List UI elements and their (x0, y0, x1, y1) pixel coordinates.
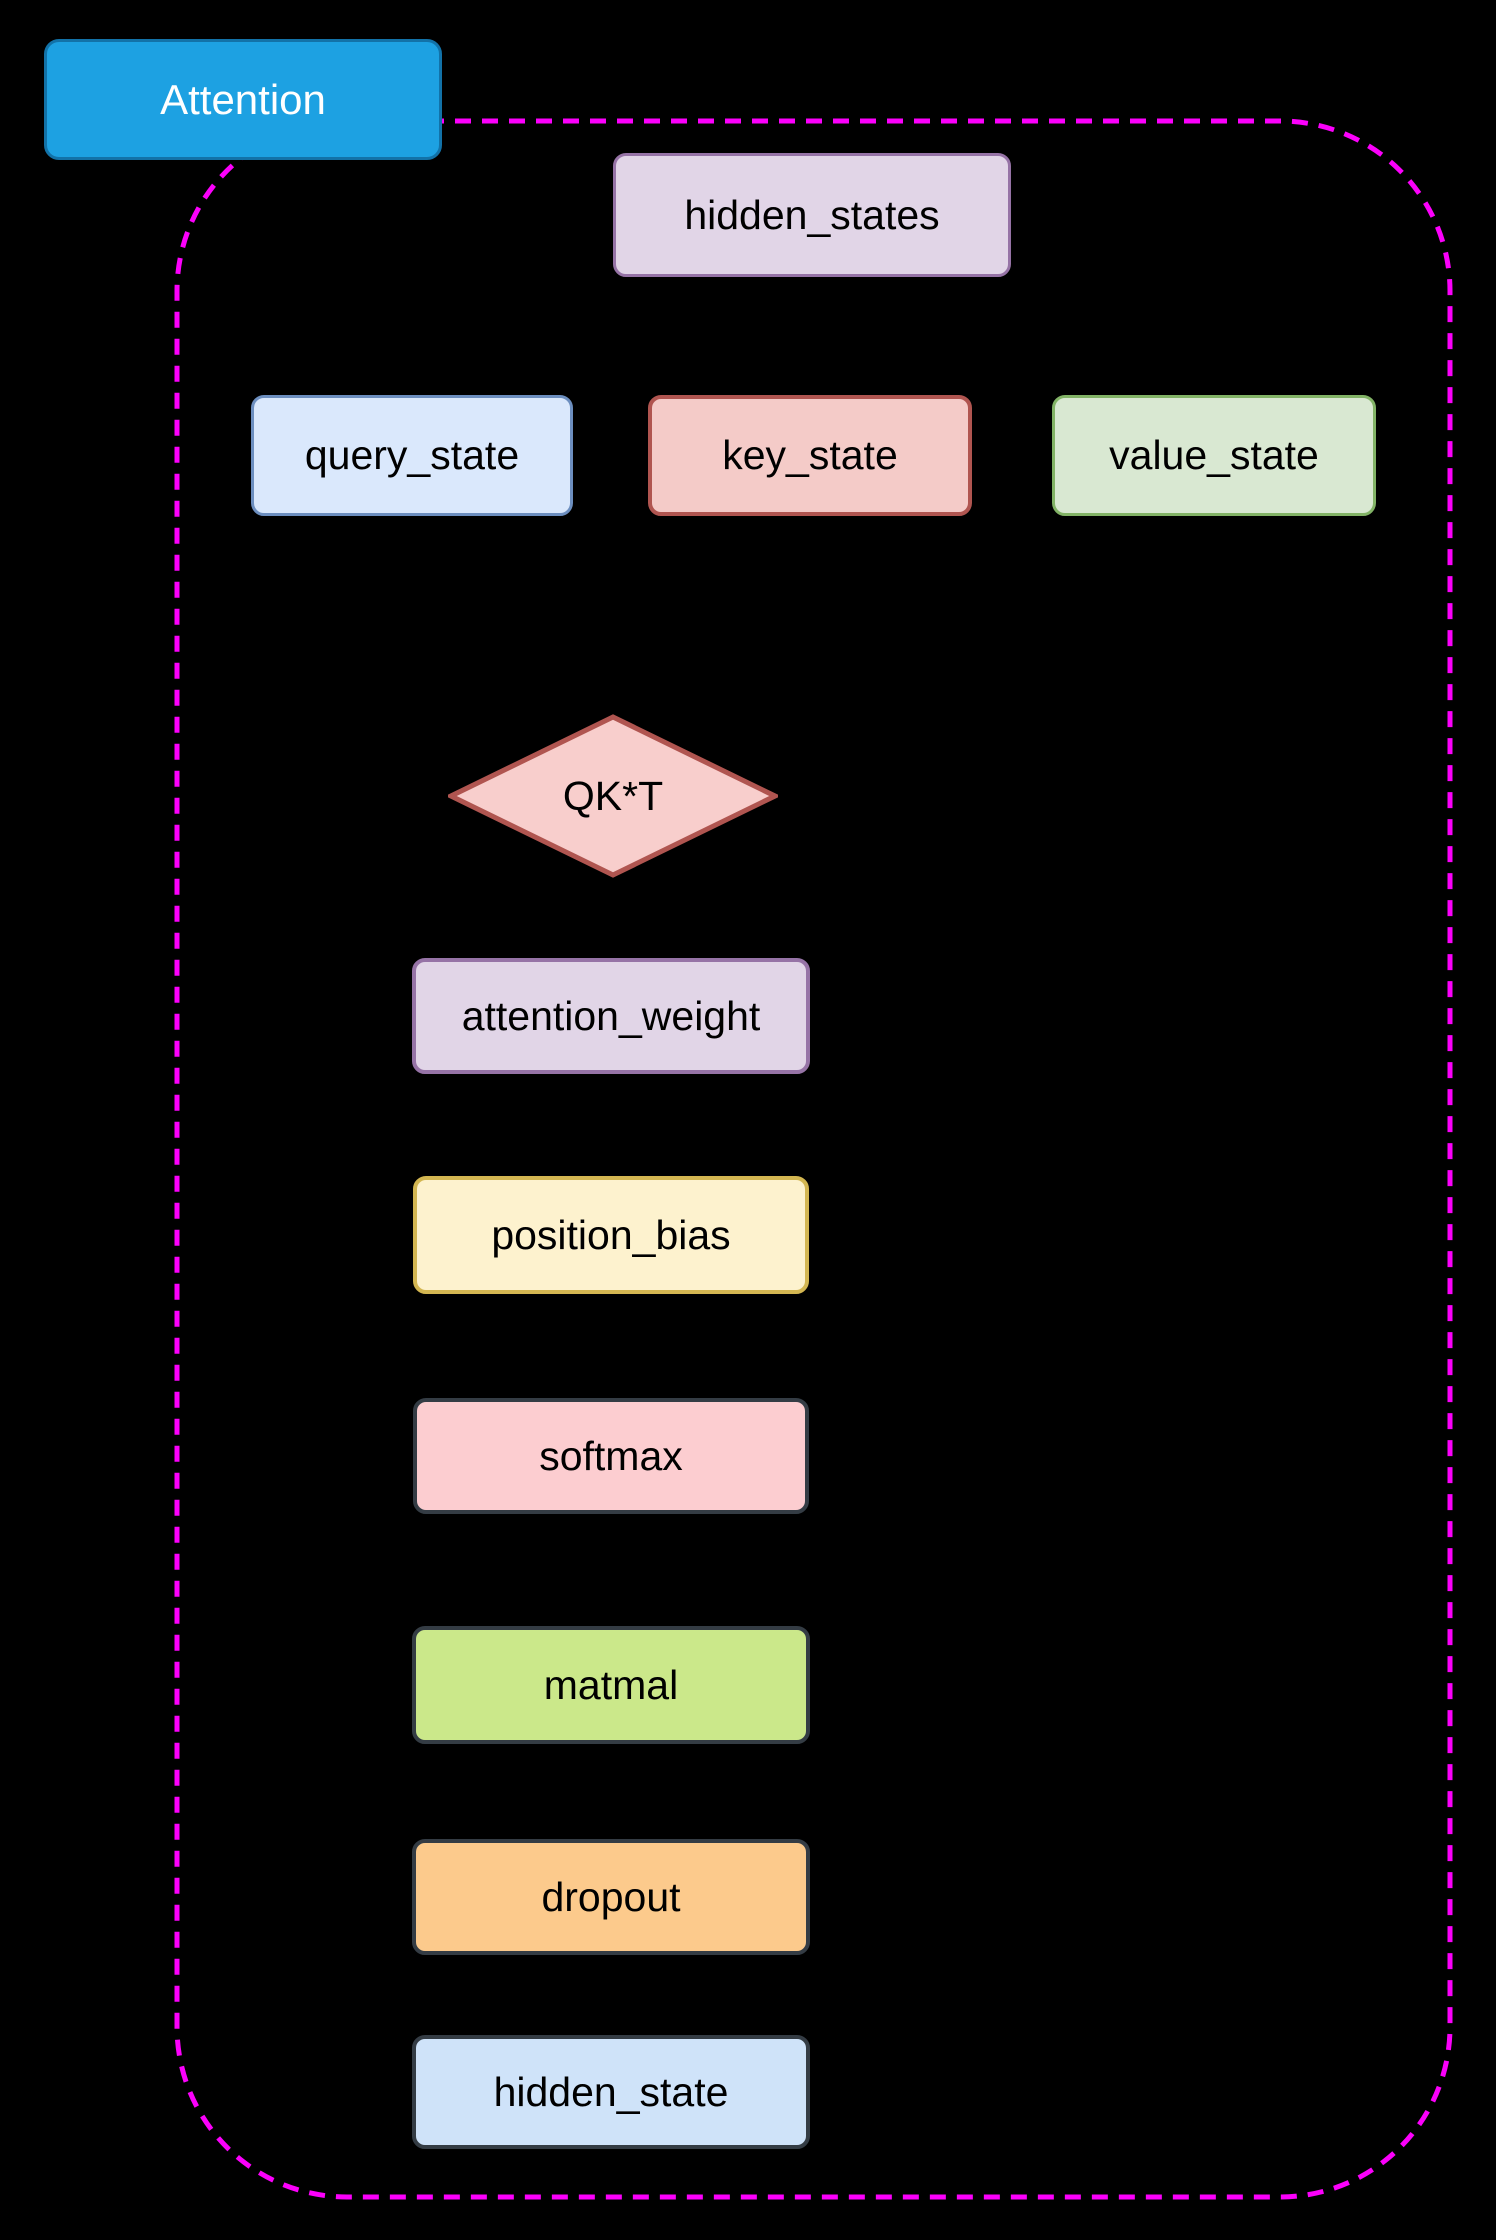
node-position-bias: position_bias (413, 1176, 809, 1294)
node-key-state: key_state (648, 395, 972, 516)
node-value-state: value_state (1052, 395, 1376, 516)
attention-title-label: Attention (160, 75, 326, 123)
node-query-state: query_state (251, 395, 573, 516)
node-qkt-diamond: QK*T (448, 714, 778, 878)
dropout-label: dropout (541, 1873, 681, 1920)
node-attention-weight: attention_weight (412, 958, 810, 1074)
key-state-label: key_state (722, 432, 898, 478)
node-softmax: softmax (413, 1398, 809, 1514)
hidden-states-label: hidden_states (684, 191, 940, 238)
node-matmal: matmal (412, 1626, 810, 1744)
node-hidden-states: hidden_states (613, 153, 1011, 277)
node-hidden-state: hidden_state (412, 2035, 810, 2149)
node-attention-title: Attention (44, 39, 442, 160)
matmal-label: matmal (543, 1661, 679, 1708)
query-state-label: query_state (304, 432, 520, 478)
attention-weight-label: attention_weight (461, 992, 761, 1039)
value-state-label: value_state (1109, 432, 1319, 478)
hidden-state-label: hidden_state (493, 2068, 729, 2115)
position-bias-label: position_bias (491, 1211, 731, 1258)
diamond-shape (448, 714, 778, 878)
node-dropout: dropout (412, 1839, 810, 1955)
softmax-label: softmax (539, 1432, 683, 1479)
dashed-boundary-rect (174, 118, 1453, 2200)
qkt-label: QK*T (562, 772, 664, 819)
